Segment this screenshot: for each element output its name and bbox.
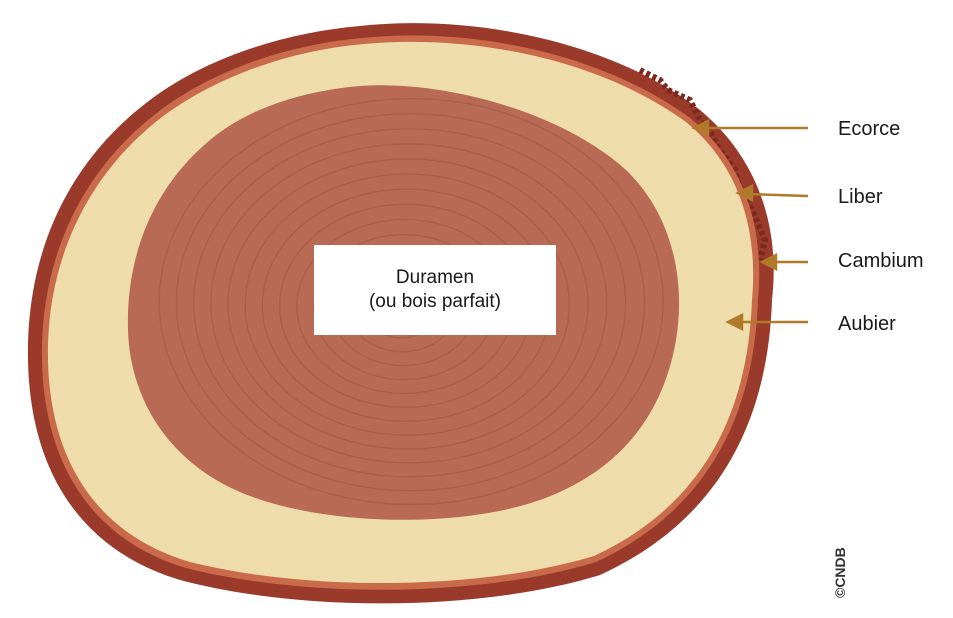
label-ecorce: Ecorce	[838, 118, 900, 141]
copyright-mark: ©CNDB	[832, 547, 848, 598]
label-liber: Liber	[838, 186, 882, 209]
duramen-label-box: Duramen (ou bois parfait)	[314, 245, 556, 335]
label-aubier: Aubier	[838, 313, 896, 336]
label-cambium: Cambium	[838, 250, 924, 273]
duramen-label: Duramen	[396, 266, 474, 290]
duramen-sublabel: (ou bois parfait)	[369, 290, 501, 314]
